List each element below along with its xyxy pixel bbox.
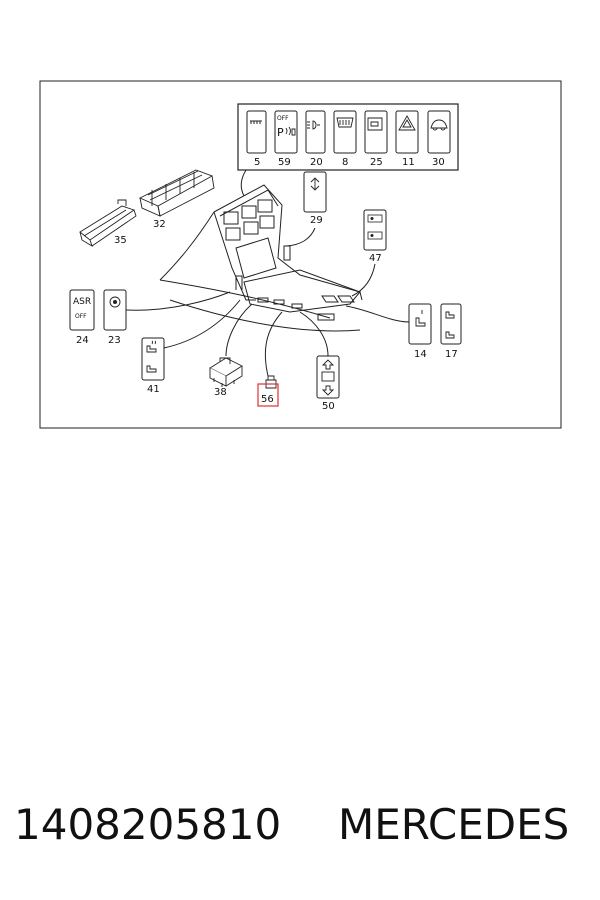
part-32	[138, 169, 215, 217]
callout-20: 20	[310, 157, 323, 168]
asr-label: ASR	[73, 297, 91, 307]
heated-window-icon	[250, 120, 262, 124]
seat-heater-icon-bottom	[146, 365, 157, 373]
callout-25: 25	[370, 157, 383, 168]
sunroof-icon	[310, 177, 320, 191]
switch-panel-group	[237, 103, 459, 171]
seat-memory-icon	[370, 217, 374, 220]
switch-8	[333, 110, 357, 154]
parking-sensor-p-label: P	[277, 126, 284, 139]
part-35	[79, 199, 137, 248]
leader-41	[163, 299, 241, 349]
callout-47: 47	[369, 253, 382, 264]
hazard-warning-icon	[398, 115, 416, 131]
arrow-down-icon	[321, 385, 335, 396]
switch-17	[440, 303, 462, 345]
fog-light-icon	[307, 120, 320, 130]
callout-56: 56	[261, 394, 274, 405]
asr-off-label: OFF	[75, 313, 87, 320]
switch-23	[103, 289, 127, 331]
parts-diagram: OFF P 5 59 20 8 25 11 30	[39, 80, 562, 429]
door-lock-icon	[367, 117, 383, 131]
callout-41: 41	[147, 384, 160, 395]
callout-5: 5	[254, 157, 260, 168]
switch-59-off-label: OFF	[277, 115, 289, 122]
leader-29	[285, 227, 316, 247]
callout-59: 59	[278, 157, 291, 168]
switch-50	[316, 355, 340, 399]
steering-wheel-icon	[109, 296, 121, 308]
switch-30	[427, 110, 451, 154]
seat-heater-icon-top	[146, 340, 157, 353]
leader-panel	[240, 169, 247, 197]
seat-adjust-icon	[415, 310, 426, 327]
callout-24: 24	[76, 335, 89, 346]
window-icon	[321, 371, 335, 382]
callout-29: 29	[310, 215, 323, 226]
switch-29	[303, 171, 327, 213]
switch-41	[141, 337, 165, 381]
callout-17: 17	[445, 349, 458, 360]
leader-50	[299, 311, 329, 357]
callout-50: 50	[322, 401, 335, 412]
brand-name: MERCEDES	[338, 800, 570, 849]
switch-14	[408, 303, 432, 345]
part-56-highlight	[257, 383, 279, 407]
switch-20	[305, 110, 326, 154]
callout-30: 30	[432, 157, 445, 168]
leader-14-17	[345, 305, 410, 323]
arrow-up-icon	[321, 359, 335, 370]
rear-defrost-icon	[336, 117, 354, 128]
part-56	[257, 375, 279, 407]
leader-38	[225, 303, 253, 357]
part-number: 1408205810	[14, 800, 282, 849]
diagram-frame	[39, 80, 562, 429]
callout-32: 32	[153, 219, 166, 230]
leader-56	[264, 311, 283, 377]
parking-sensor-icon	[285, 126, 296, 136]
switch-24: ASR OFF	[69, 289, 95, 331]
switch-11	[395, 110, 419, 154]
footer: 1408205810 MERCEDES	[0, 800, 600, 870]
leader-24-23	[125, 291, 231, 311]
callout-23: 23	[108, 335, 121, 346]
callout-35: 35	[114, 235, 127, 246]
callout-14: 14	[414, 349, 427, 360]
seat-adjust-icon-bottom	[445, 331, 455, 339]
switch-59: OFF P	[274, 110, 298, 154]
switch-47	[363, 209, 387, 251]
leader-47	[351, 263, 376, 297]
car-alarm-icon	[430, 119, 448, 131]
callout-8: 8	[342, 157, 348, 168]
callout-11: 11	[402, 157, 415, 168]
callout-38: 38	[214, 387, 227, 398]
center-console	[159, 184, 363, 332]
switch-5	[246, 110, 267, 154]
part-38	[209, 357, 243, 387]
switch-25	[364, 110, 388, 154]
seat-adjust-icon-top	[445, 311, 455, 319]
